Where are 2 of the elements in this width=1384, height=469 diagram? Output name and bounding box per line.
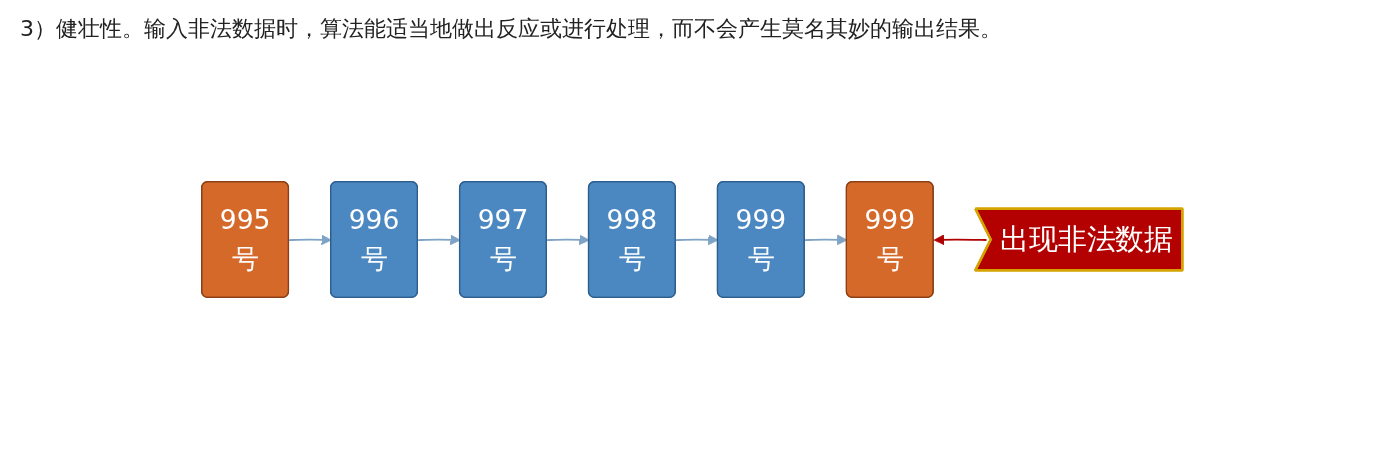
arrow [933, 234, 988, 245]
heading: 3）健壮性。输入非法数据时，算法能适当地做出反应或进行处理，而不会产生莫名其妙的输出结果。 [19, 15, 1003, 43]
